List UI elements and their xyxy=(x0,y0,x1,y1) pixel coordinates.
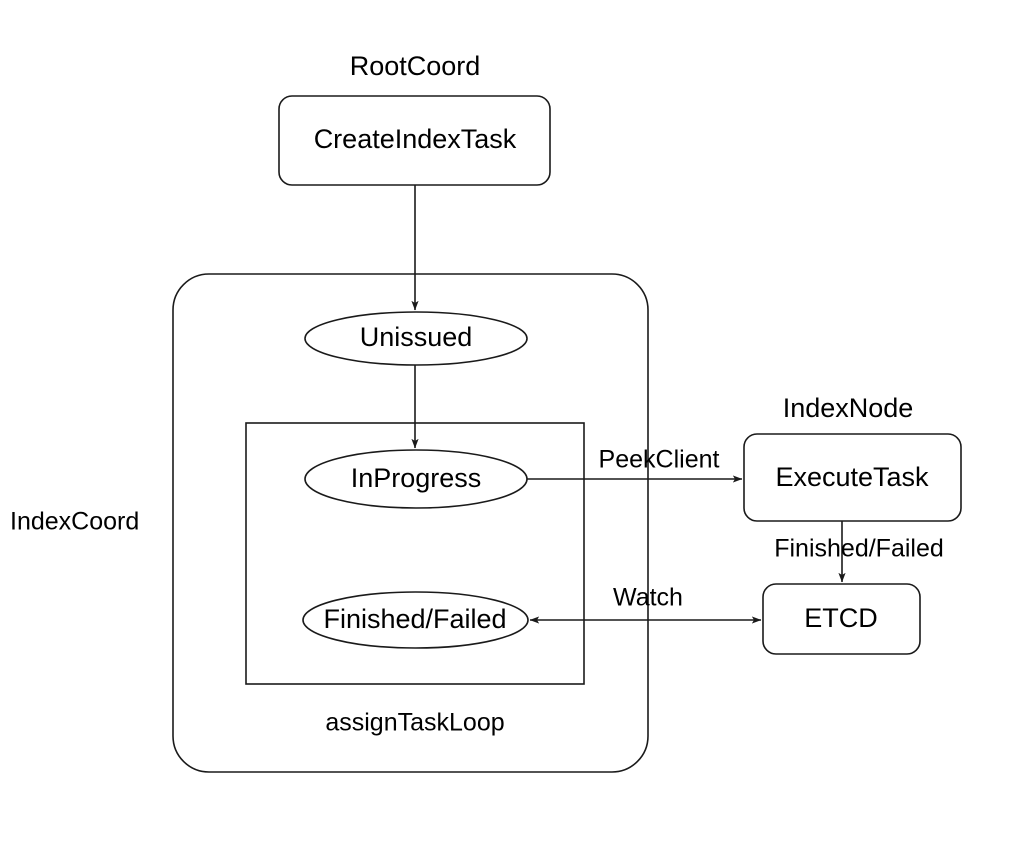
node-execute-task[interactable] xyxy=(743,433,962,522)
node-finished-failed[interactable] xyxy=(302,591,529,649)
node-unissued[interactable] xyxy=(304,311,528,366)
group-label-assign-task-loop: assignTaskLoop xyxy=(325,709,504,737)
node-label-in-progress: InProgress xyxy=(351,463,482,493)
node-label-unissued: Unissued xyxy=(360,322,473,352)
node-label-etcd: ETCD xyxy=(804,603,878,633)
group-label-index-node: IndexNode xyxy=(783,393,914,423)
node-label-create-index-task: CreateIndexTask xyxy=(314,124,517,154)
node-label-execute-task: ExecuteTask xyxy=(775,462,929,492)
group-label-index-coord: IndexCoord xyxy=(10,508,139,536)
node-create-index-task[interactable] xyxy=(278,95,551,186)
group-label-root-coord: RootCoord xyxy=(350,51,481,81)
edge-label-watch: Watch xyxy=(613,584,683,612)
node-in-progress[interactable] xyxy=(304,449,528,509)
node-label-finished-failed: Finished/Failed xyxy=(323,604,506,634)
node-etcd[interactable] xyxy=(762,583,921,655)
edge-label-finished-failed: Finished/Failed xyxy=(774,535,944,563)
edge-label-peek-client: PeekClient xyxy=(599,446,720,474)
